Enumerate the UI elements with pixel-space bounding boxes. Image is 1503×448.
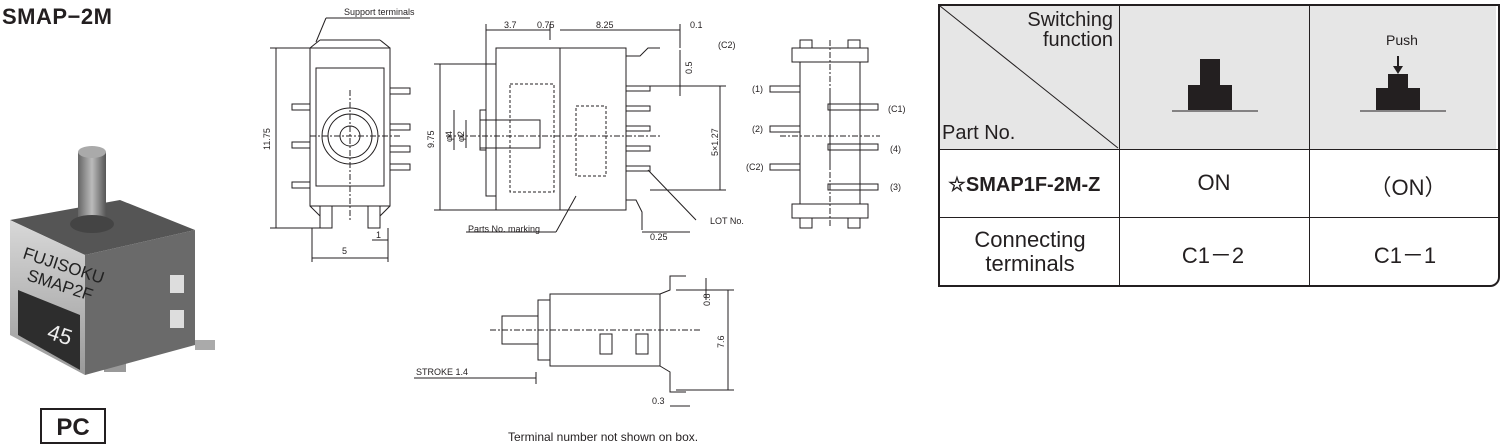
header-part-no: Part No. bbox=[942, 122, 1016, 144]
dim-phi4: φ4 bbox=[444, 131, 454, 142]
product-photo: FUJISOKU SMAP2F 45 bbox=[10, 146, 215, 375]
label-support-terminals: Support terminals bbox=[344, 7, 415, 17]
table-frame bbox=[938, 4, 1500, 287]
terminal-c1: (C1) bbox=[888, 104, 906, 114]
state-momentary-on: （ON） bbox=[1369, 175, 1447, 200]
terminal-c2-top: (C2) bbox=[718, 40, 736, 50]
state-on: ON bbox=[1197, 170, 1231, 195]
dimension-drawing: Support terminals Parts No. marking LOT … bbox=[262, 7, 906, 407]
dim-0-1: 0.1 bbox=[690, 20, 703, 30]
terminal-3: (3) bbox=[890, 182, 901, 192]
dim-1: 1 bbox=[376, 230, 381, 240]
terminals-c1-1: C1－1 bbox=[1373, 243, 1437, 268]
dim-11-75: 11.75 bbox=[262, 128, 272, 150]
switch-symbol-push bbox=[1360, 56, 1446, 112]
label-lot-no: LOT No. bbox=[710, 216, 744, 226]
header-diagonal bbox=[939, 5, 1119, 149]
label-parts-marking: Parts No. marking bbox=[468, 224, 540, 234]
dim-7-6: 7.6 bbox=[716, 335, 726, 348]
dim-0-5: 0.5 bbox=[684, 61, 694, 74]
terminal-note: Terminal number not shown on box. bbox=[508, 430, 699, 444]
dim-8-25: 8.25 bbox=[596, 20, 614, 30]
header-switching-function: Switching function bbox=[1027, 9, 1113, 51]
pc-badge: PC bbox=[40, 408, 106, 444]
dim-5: 5 bbox=[342, 246, 347, 256]
dim-0-3: 0.3 bbox=[652, 396, 665, 406]
dim-9-75: 9.75 bbox=[426, 130, 436, 148]
switching-table: Switching function Part No. Push ☆SMAP1F… bbox=[938, 4, 1500, 287]
model-number: ☆SMAP1F-2M-Z bbox=[948, 174, 1101, 196]
terminal-2: (2) bbox=[752, 124, 763, 134]
dim-phi2: φ2 bbox=[456, 131, 466, 142]
dim-0-8: 0.8 bbox=[702, 293, 712, 306]
dim-3-7: 3.7 bbox=[504, 20, 517, 30]
dim-0-75: 0.75 bbox=[537, 20, 555, 30]
dim-5x1-27: 5×1.27 bbox=[710, 128, 720, 156]
product-title: SMAP−2M bbox=[2, 4, 113, 29]
terminal-4: (4) bbox=[890, 144, 901, 154]
dim-0-25: 0.25 bbox=[650, 232, 668, 242]
terminal-c2: (C2) bbox=[746, 162, 764, 172]
terminal-1: (1) bbox=[752, 84, 763, 94]
switch-symbol-off bbox=[1172, 59, 1258, 112]
connecting-terminals-label: Connecting terminals bbox=[974, 227, 1086, 276]
push-label: Push bbox=[1386, 32, 1418, 48]
terminals-c1-2: C1－2 bbox=[1181, 243, 1245, 268]
label-stroke: STROKE 1.4 bbox=[416, 367, 468, 377]
